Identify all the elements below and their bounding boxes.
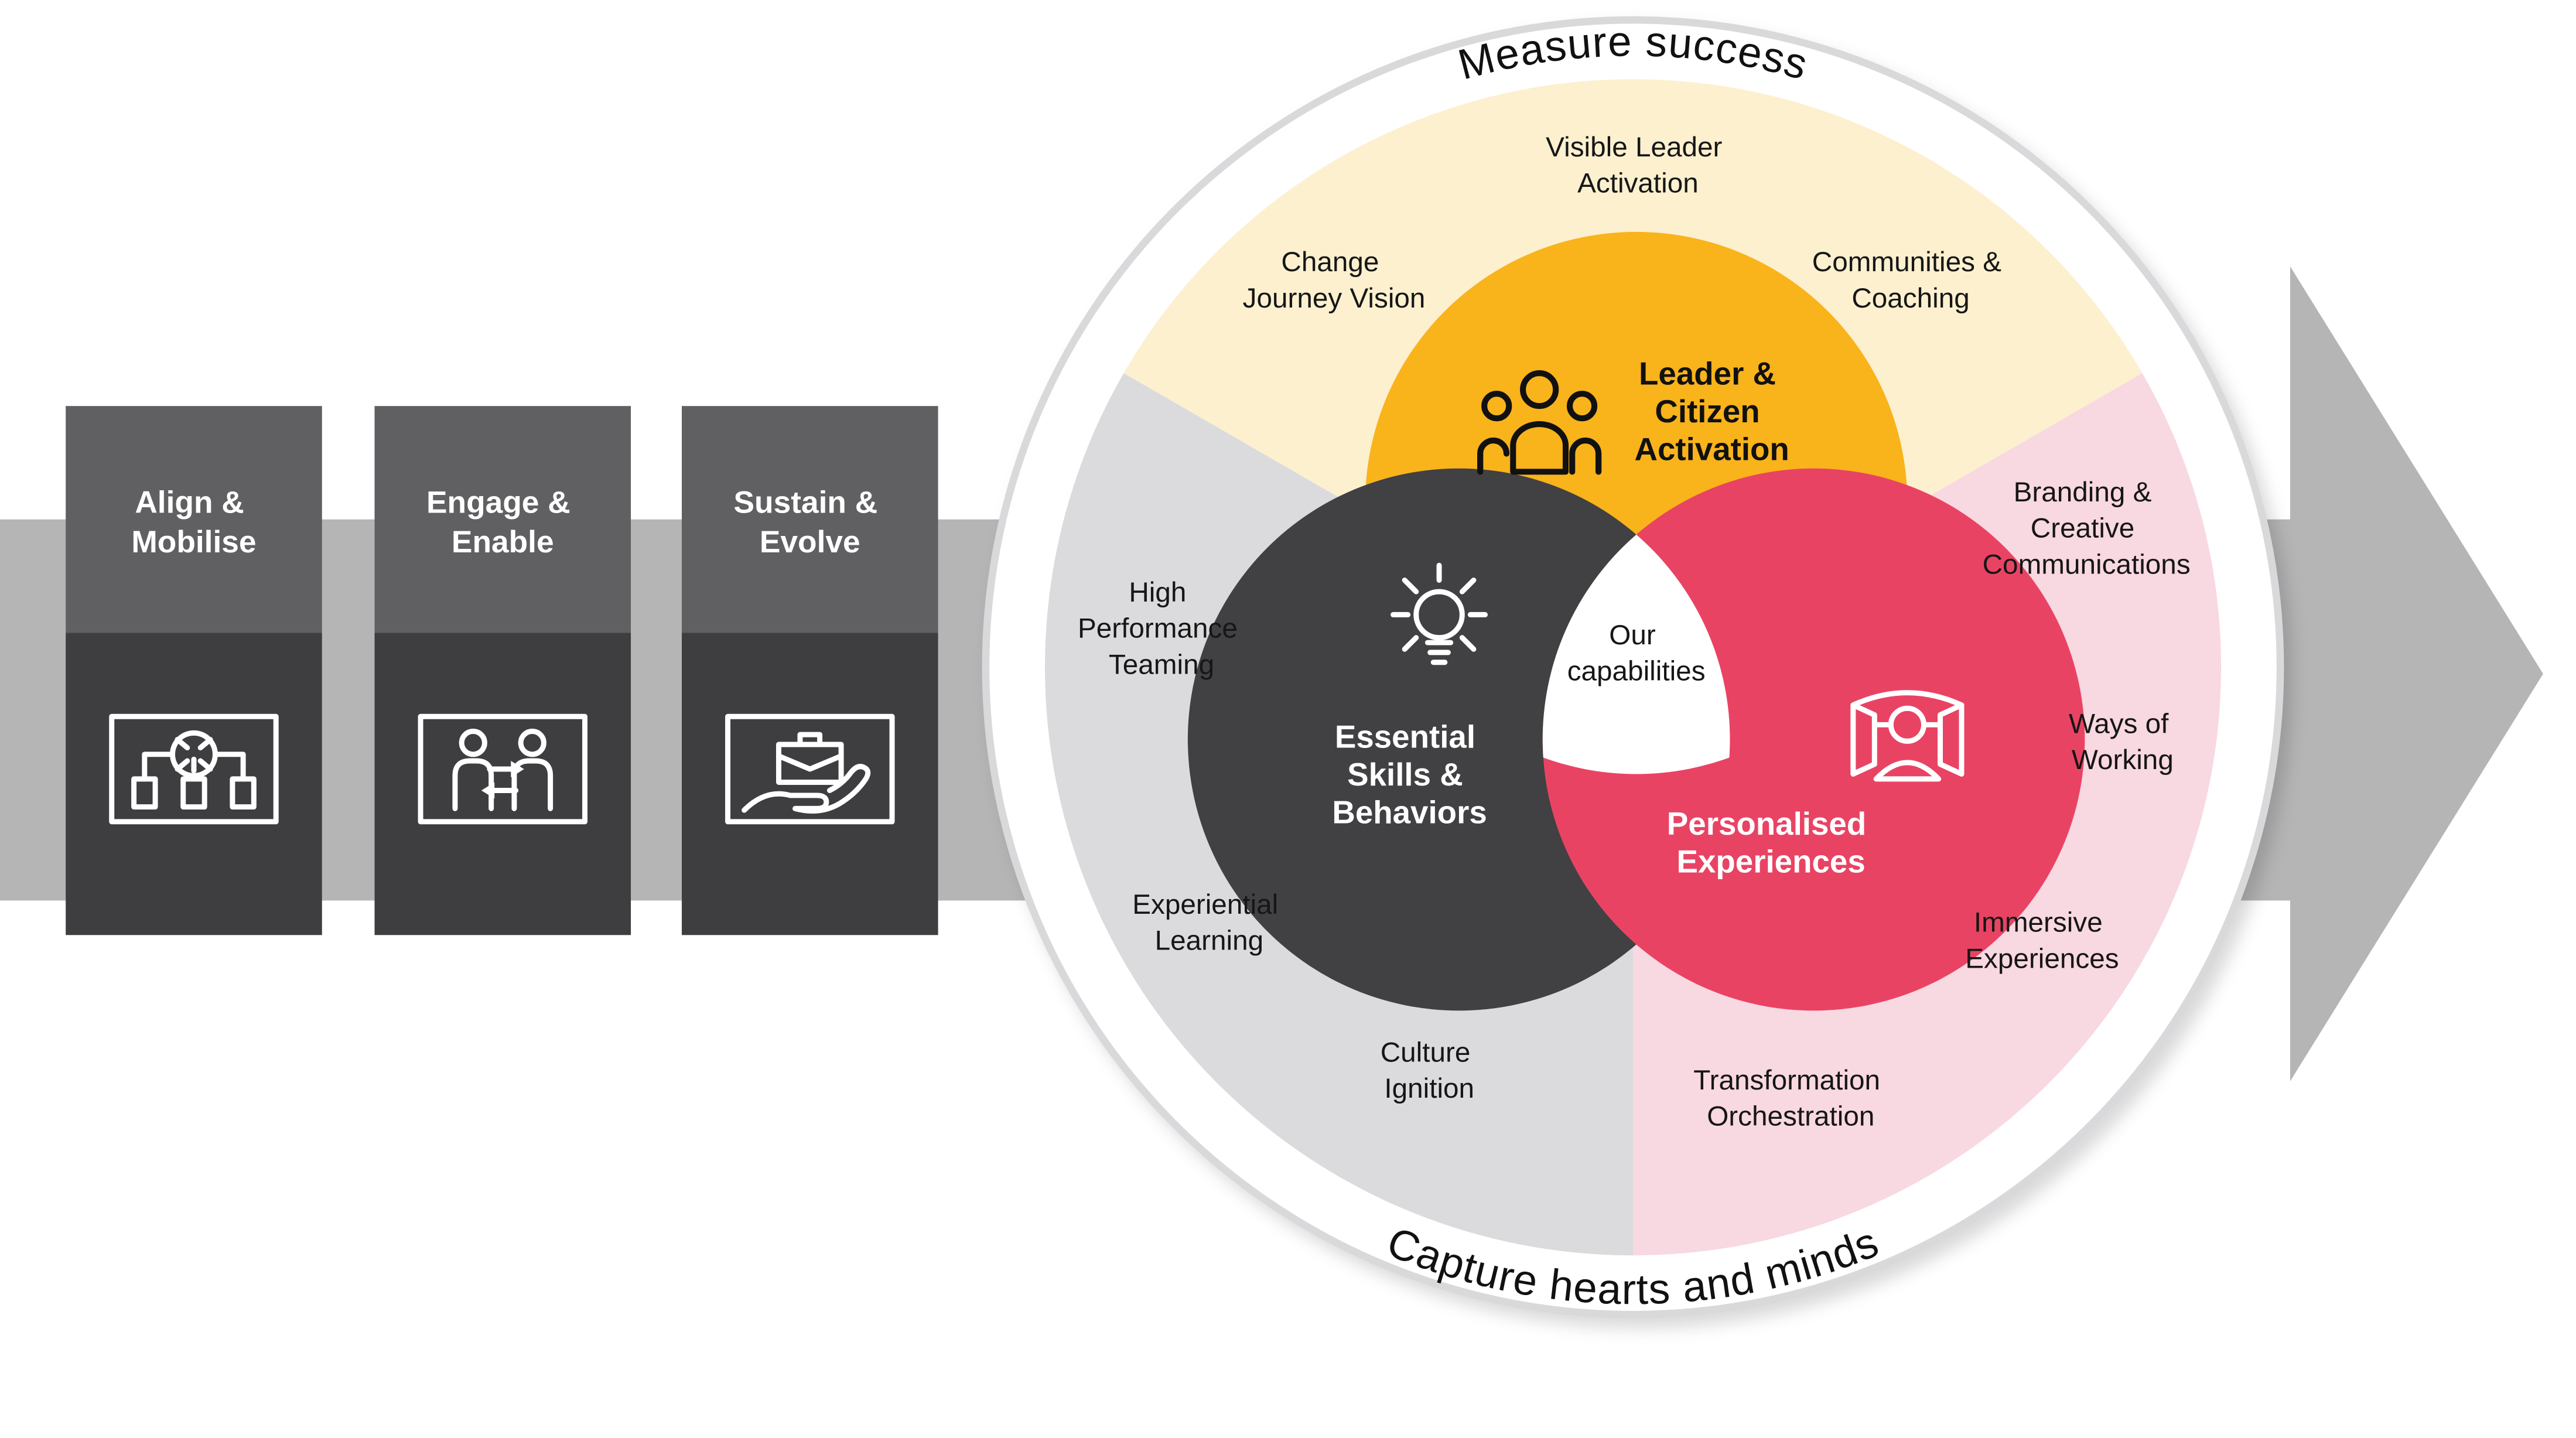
venn-center-overlap: [1542, 468, 1730, 774]
capability-wheel: Measure success Capture hearts and minds…: [982, 16, 2284, 1319]
arrow-head-icon: [2290, 266, 2543, 1081]
stage-title-panel: [682, 406, 938, 633]
label-culture-ignition: Culture Ignition: [1381, 1037, 1478, 1104]
stage-title-panel: [66, 406, 322, 633]
stage-box-align-mobilise: Align & Mobilise: [66, 406, 322, 935]
vr-headset-icon: [1850, 690, 1965, 782]
label-visible-leader-activation: Visible Leader Activation: [1546, 132, 1730, 199]
label-immersive-experiences: Immersive Experiences: [1965, 907, 2119, 975]
label-experiential-learning: Experiential Learning: [1132, 889, 1286, 957]
label-ways-of-working: Ways of Working: [2069, 708, 2177, 776]
venn-skills-title: Essential Skills & Behaviors: [1332, 719, 1487, 831]
label-high-performance-teaming: High Performance Teaming: [1078, 577, 1245, 680]
lightbulb-icon: [1391, 562, 1488, 665]
stage-title: Sustain & Evolve: [734, 485, 887, 559]
stage-icon-panel: [374, 633, 631, 935]
people-exchange-icon: [418, 713, 588, 825]
stage-boxes: Align & Mobilise Engage & Enable: [66, 406, 938, 935]
label-branding-creative-communications: Branding & Creative Communications: [1983, 477, 2191, 580]
people-group-icon: [1477, 370, 1602, 475]
label-communities-coaching: Communities & Coaching: [1812, 247, 2009, 314]
stage-icon-panel: [66, 633, 322, 935]
label-transformation-orchestration: Transformation Orchestration: [1693, 1065, 1888, 1132]
stage-title: Engage & Enable: [426, 485, 579, 559]
stage-title: Align & Mobilise: [131, 485, 256, 559]
stage-box-engage-enable: Engage & Enable: [374, 406, 631, 935]
converge-documents-icon: [109, 713, 279, 825]
venn-center-label: Our capabilities: [1567, 620, 1706, 687]
venn-leader-title: Leader & Citizen Activation: [1634, 356, 1789, 467]
stage-box-sustain-evolve: Sustain & Evolve: [682, 406, 938, 935]
label-change-journey-vision: Change Journey Vision: [1243, 247, 1426, 314]
stage-title-panel: [374, 406, 631, 633]
venn-experiences-title: Personalised Experiences: [1667, 805, 1875, 880]
hand-briefcase-icon: [725, 713, 895, 825]
